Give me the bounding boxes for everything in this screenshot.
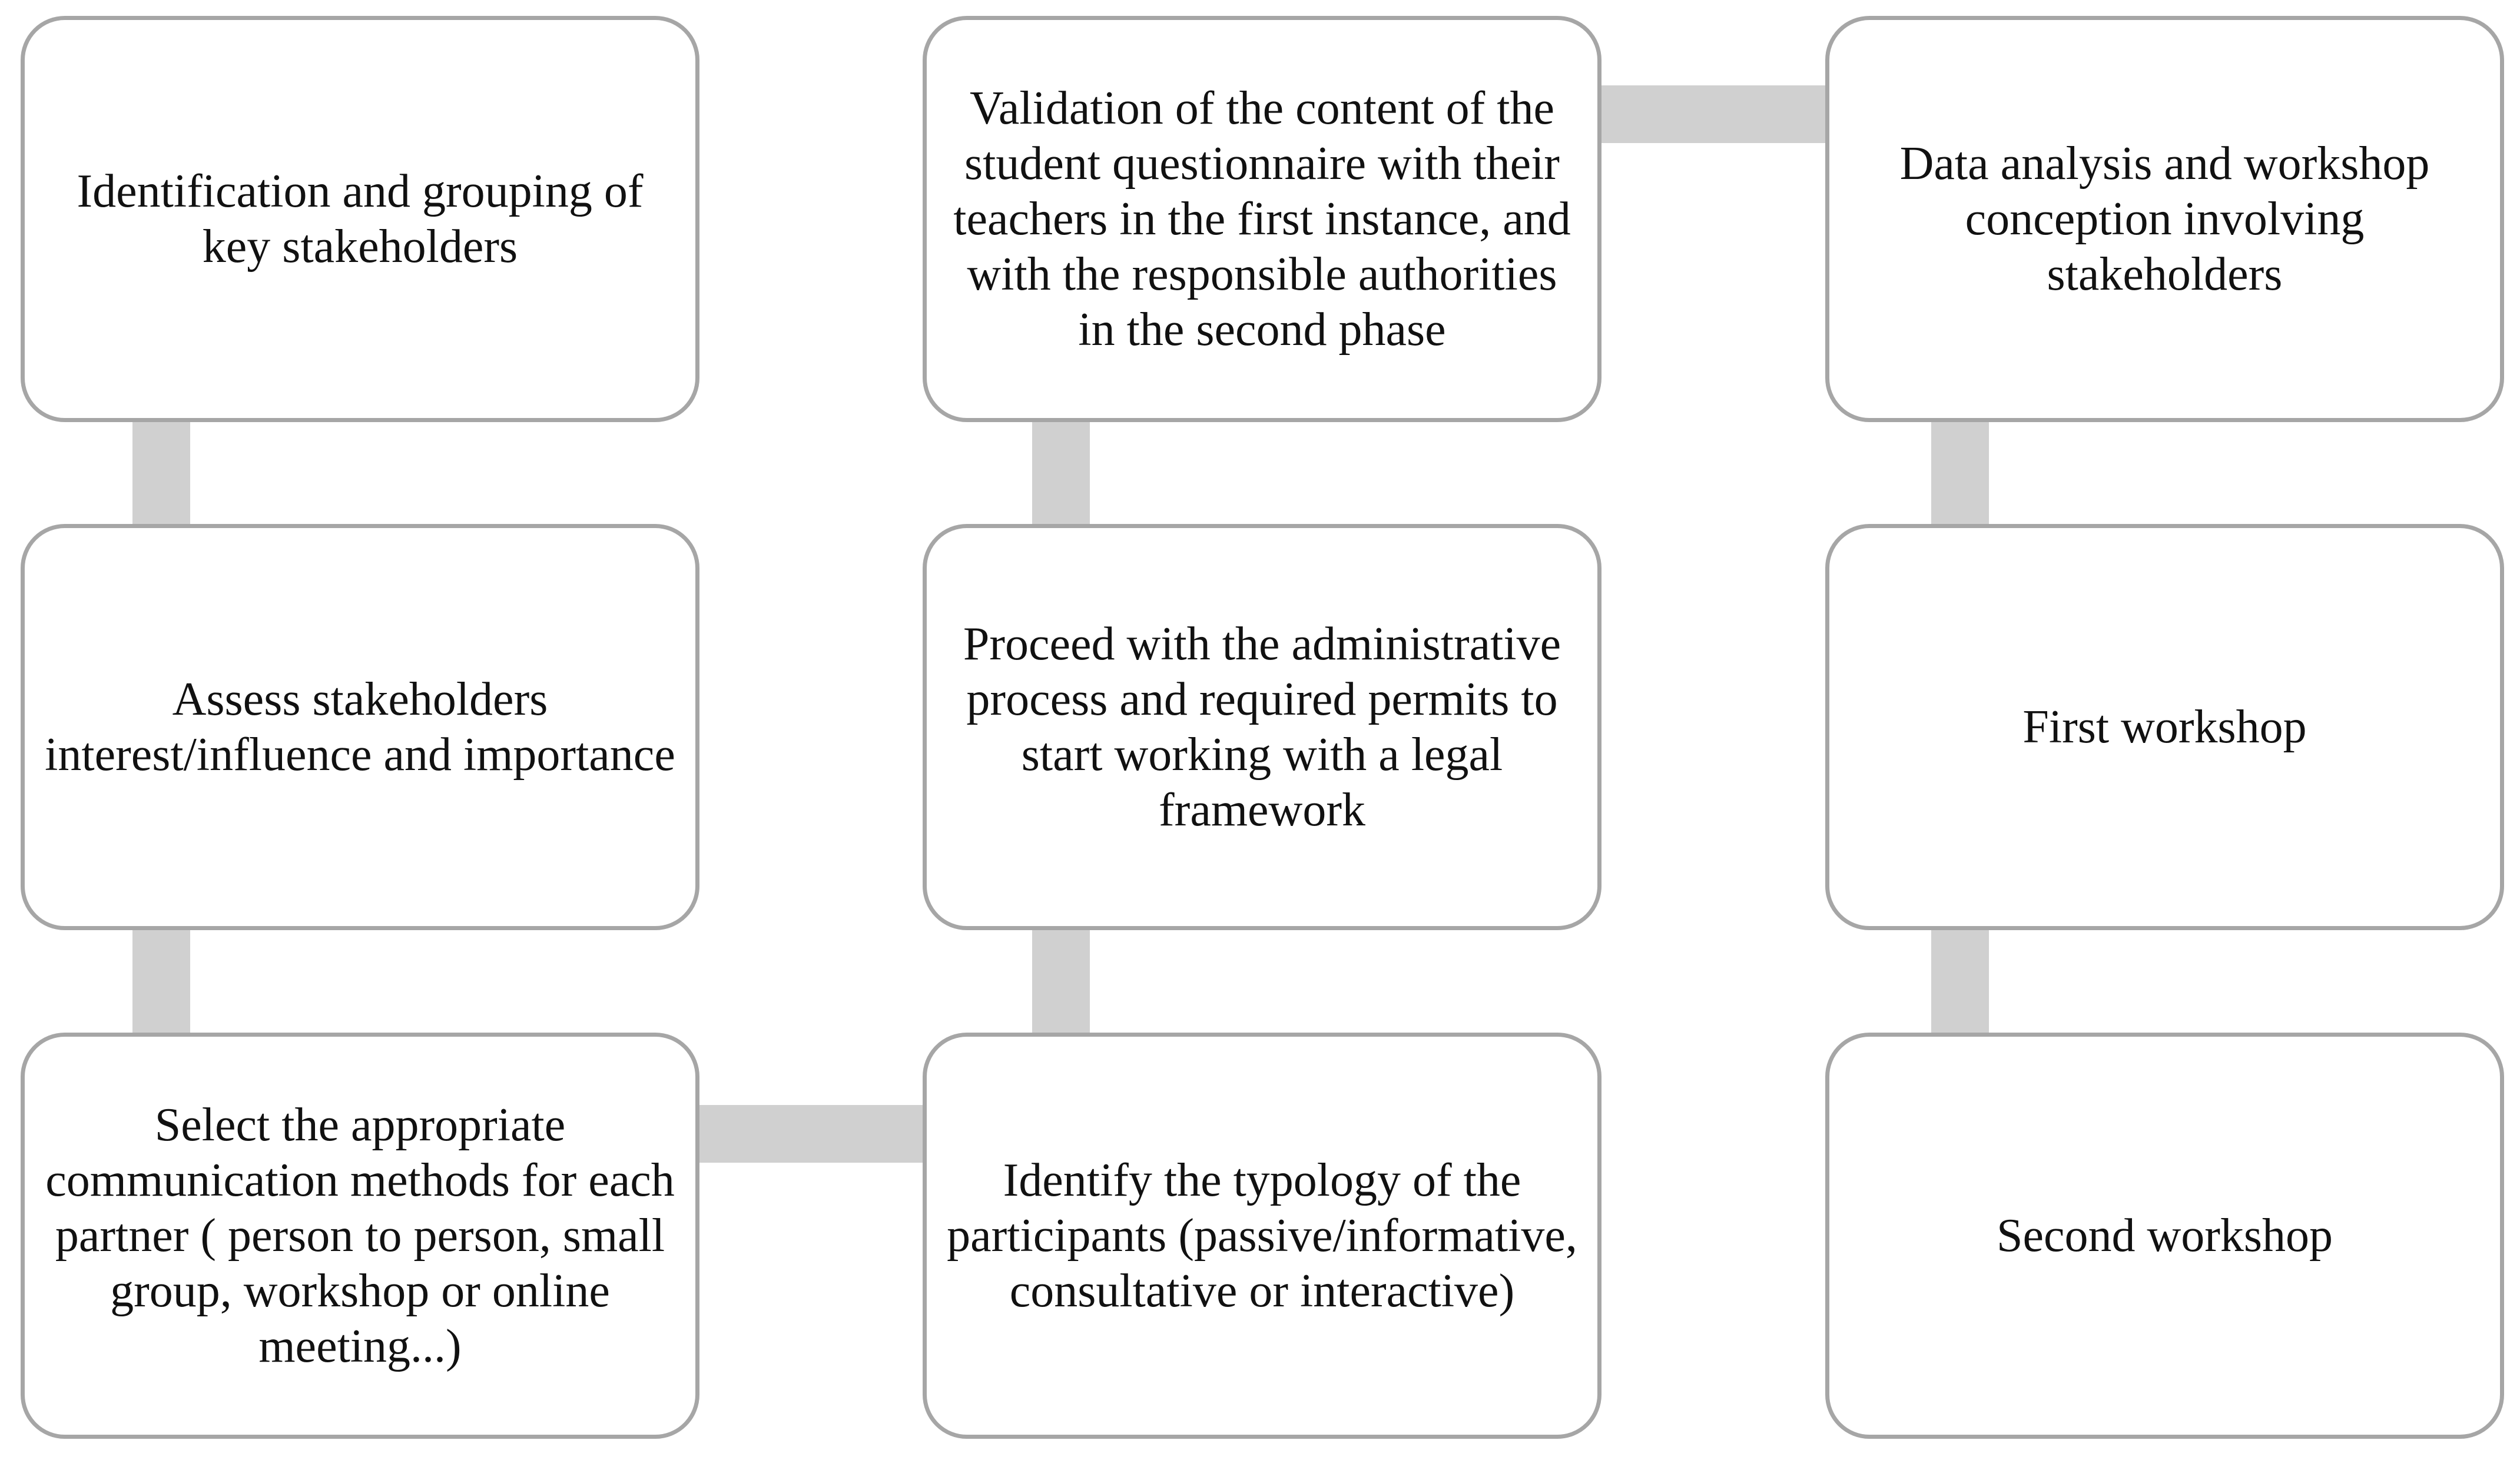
step-assess-stakeholders-box: Assess stakeholders interest/influence a… <box>21 524 699 930</box>
connector-step8-step9 <box>1931 921 1989 1045</box>
step-label: Assess stakeholders interest/influence a… <box>45 673 675 781</box>
step-data-analysis-box: Data analysis and workshop conception in… <box>1825 16 2504 422</box>
step-label: Data analysis and workshop conception in… <box>1899 138 2430 300</box>
step-label: Second workshop <box>1996 1210 2333 1262</box>
step-participant-typology-box: Identify the typology of the participant… <box>923 1033 1601 1439</box>
step-label: Select the appropriate communication met… <box>45 1099 675 1372</box>
step-questionnaire-validation-box: Validation of the content of the student… <box>923 16 1601 422</box>
step-second-workshop-box: Second workshop <box>1825 1033 2504 1439</box>
connector-step3-step4 <box>692 1105 933 1163</box>
step-label: Proceed with the administrative process … <box>963 618 1561 836</box>
connector-step7-step8 <box>1931 412 1989 536</box>
step-label: Identification and grouping of key stake… <box>77 165 644 273</box>
step-identify-stakeholders-box: Identification and grouping of key stake… <box>21 16 699 422</box>
step-label: First workshop <box>2022 701 2307 753</box>
connector-step4-step5 <box>1032 921 1090 1045</box>
connector-step5-step6 <box>1032 412 1090 536</box>
connector-step6-step7 <box>1593 85 1834 143</box>
step-communication-methods-box: Select the appropriate communication met… <box>21 1033 699 1439</box>
connector-step1-step2 <box>132 412 190 536</box>
step-first-workshop-box: First workshop <box>1825 524 2504 930</box>
step-label: Validation of the content of the student… <box>953 82 1571 356</box>
step-administrative-process-box: Proceed with the administrative process … <box>923 524 1601 930</box>
connector-step2-step3 <box>132 921 190 1045</box>
step-label: Identify the typology of the participant… <box>947 1154 1577 1317</box>
